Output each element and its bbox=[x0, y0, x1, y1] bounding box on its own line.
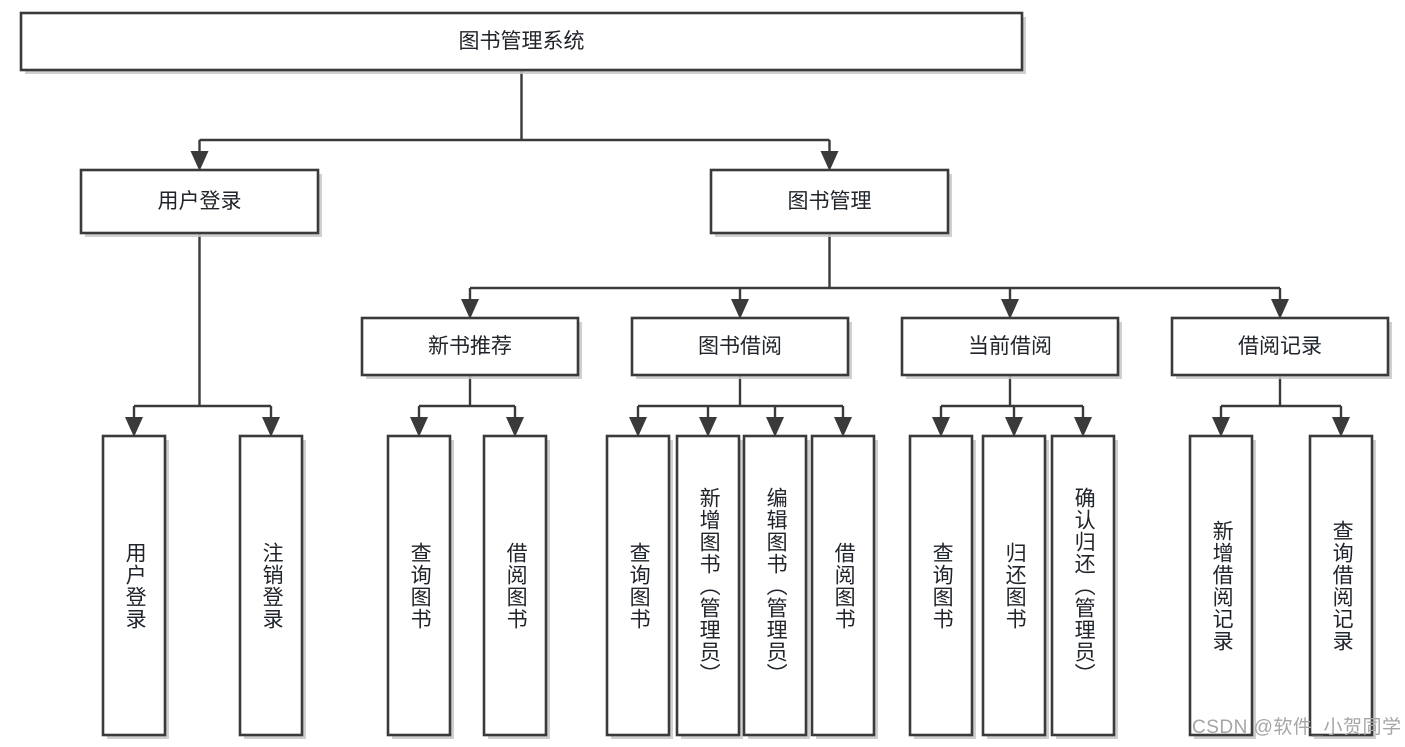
node-book-manage[interactable]: 图书管理 bbox=[709, 168, 952, 237]
node-label: 新书推荐 bbox=[428, 335, 512, 358]
node-label: 当前借阅 bbox=[968, 335, 1052, 358]
node-leaf-cur-return[interactable] bbox=[981, 434, 1049, 739]
connector-group-book-manage bbox=[461, 233, 1289, 319]
node-current-borrow[interactable]: 当前借阅 bbox=[900, 316, 1122, 379]
connector-group-user-login bbox=[125, 233, 280, 437]
node-leaf-borrow-query[interactable] bbox=[605, 434, 673, 739]
connector-group-current-borrow bbox=[932, 375, 1092, 437]
node-leaf-cur-query[interactable] bbox=[908, 434, 976, 739]
node-leaf-cur-confirm[interactable] bbox=[1050, 434, 1118, 739]
connector-layer bbox=[125, 70, 1350, 437]
node-new-book-rec[interactable]: 新书推荐 bbox=[360, 316, 582, 379]
node-user-login[interactable]: 用户登录 bbox=[79, 168, 322, 237]
node-label: 图书管理系统 bbox=[459, 30, 585, 53]
node-borrow-record[interactable]: 借阅记录 bbox=[1170, 316, 1392, 379]
connector-group-root bbox=[190, 70, 839, 171]
node-leaf-borrow-edit[interactable] bbox=[742, 434, 810, 739]
node-book-borrow[interactable]: 图书借阅 bbox=[630, 316, 852, 379]
node-leaf-rec-add[interactable] bbox=[1188, 434, 1256, 739]
node-label: 借阅记录 bbox=[1238, 335, 1322, 358]
node-leaf-user-login[interactable] bbox=[101, 434, 169, 739]
connector-group-new-book-rec bbox=[410, 375, 524, 437]
node-label: 图书借阅 bbox=[698, 335, 782, 358]
node-leaf-borrow-add[interactable] bbox=[675, 434, 743, 739]
connector-group-borrow-record bbox=[1212, 375, 1350, 437]
node-leaf-borrow-lend[interactable] bbox=[810, 434, 878, 739]
node-leaf-rec-search[interactable] bbox=[1308, 434, 1376, 739]
node-label: 用户登录 bbox=[158, 190, 242, 213]
node-leaf-rec-query[interactable] bbox=[386, 434, 454, 739]
watermark-text: CSDN @软件_小贺同学 bbox=[1192, 717, 1402, 738]
connector-group-book-borrow bbox=[629, 375, 852, 437]
node-root[interactable]: 图书管理系统 bbox=[19, 11, 1026, 74]
node-leaf-user-logout[interactable] bbox=[238, 434, 306, 739]
node-label: 图书管理 bbox=[788, 190, 872, 213]
node-leaf-rec-borrow[interactable] bbox=[482, 434, 550, 739]
